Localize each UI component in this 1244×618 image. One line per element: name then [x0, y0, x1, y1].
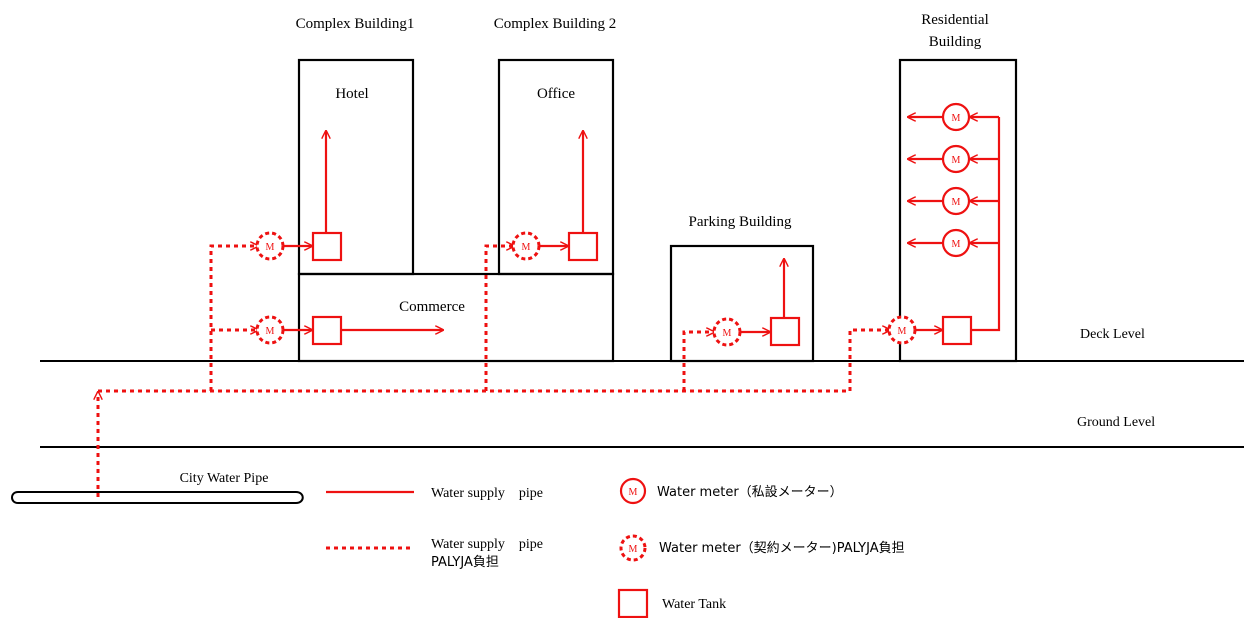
private-meter-residential-3: M: [941, 186, 971, 216]
water-tank-residential: [941, 315, 973, 346]
water-tank-hotel: [311, 231, 343, 262]
contract-meter-residential: M: [887, 315, 917, 345]
commerce-podium: [297, 272, 615, 363]
private-meter-residential-2: M: [941, 144, 971, 174]
office-label: Office: [537, 86, 575, 102]
legend-private-meter-icon: M: [619, 477, 647, 505]
legend-water-tank-label: Water Tank: [662, 597, 726, 612]
residential-label-1: Residential: [921, 12, 989, 28]
legend: Water supply pipe Water supply pipe PALY…: [326, 477, 905, 618]
contract-meter-hotel: M: [255, 231, 285, 261]
parking-label: Parking Building: [689, 214, 792, 230]
svg-text:M: M: [952, 239, 961, 250]
svg-text:M: M: [952, 155, 961, 166]
water-tank-commerce: [311, 315, 343, 346]
city-water-pipe-label: City Water Pipe: [180, 471, 269, 486]
ground-level-label: Ground Level: [1077, 415, 1155, 430]
deck-level-label: Deck Level: [1080, 327, 1145, 342]
legend-solid-pipe-label: Water supply pipe: [431, 486, 543, 501]
hotel-label: Hotel: [335, 86, 368, 102]
private-meter-residential-4: M: [941, 228, 971, 258]
legend-private-meter-label: Water meter（私設メーター）: [657, 484, 843, 500]
svg-text:M: M: [629, 487, 638, 498]
water-tank-parking: [769, 316, 801, 347]
contract-meter-parking: M: [712, 317, 742, 347]
city-water-pipe-icon: [11, 491, 304, 504]
legend-water-tank-icon: [617, 588, 649, 618]
legend-dashed-pipe-label-2: PALYJA負担: [431, 555, 499, 570]
legend-contract-meter-label: Water meter（契約メーター)PALYJA負担: [659, 541, 905, 556]
solid-supply-network: [283, 117, 1001, 332]
private-meter-residential-1: M: [941, 102, 971, 132]
legend-dashed-pipe-label-1: Water supply pipe: [431, 537, 543, 552]
residential-label-2: Building: [929, 34, 982, 50]
water-tank-office: [567, 231, 599, 262]
legend-contract-meter-icon: M: [619, 534, 647, 562]
svg-text:M: M: [266, 326, 275, 337]
contract-meter-office: M: [511, 231, 541, 261]
complex-building-1-label: Complex Building1: [296, 16, 415, 32]
commerce-label: Commerce: [399, 299, 465, 315]
svg-text:M: M: [266, 242, 275, 253]
svg-text:M: M: [522, 242, 531, 253]
svg-text:M: M: [952, 113, 961, 124]
complex-building-2-label: Complex Building 2: [494, 16, 617, 32]
svg-text:M: M: [952, 197, 961, 208]
svg-text:M: M: [629, 544, 638, 555]
svg-text:M: M: [898, 326, 907, 337]
svg-text:M: M: [723, 328, 732, 339]
dashed-supply-network: [98, 246, 890, 497]
contract-meter-commerce: M: [255, 315, 285, 345]
